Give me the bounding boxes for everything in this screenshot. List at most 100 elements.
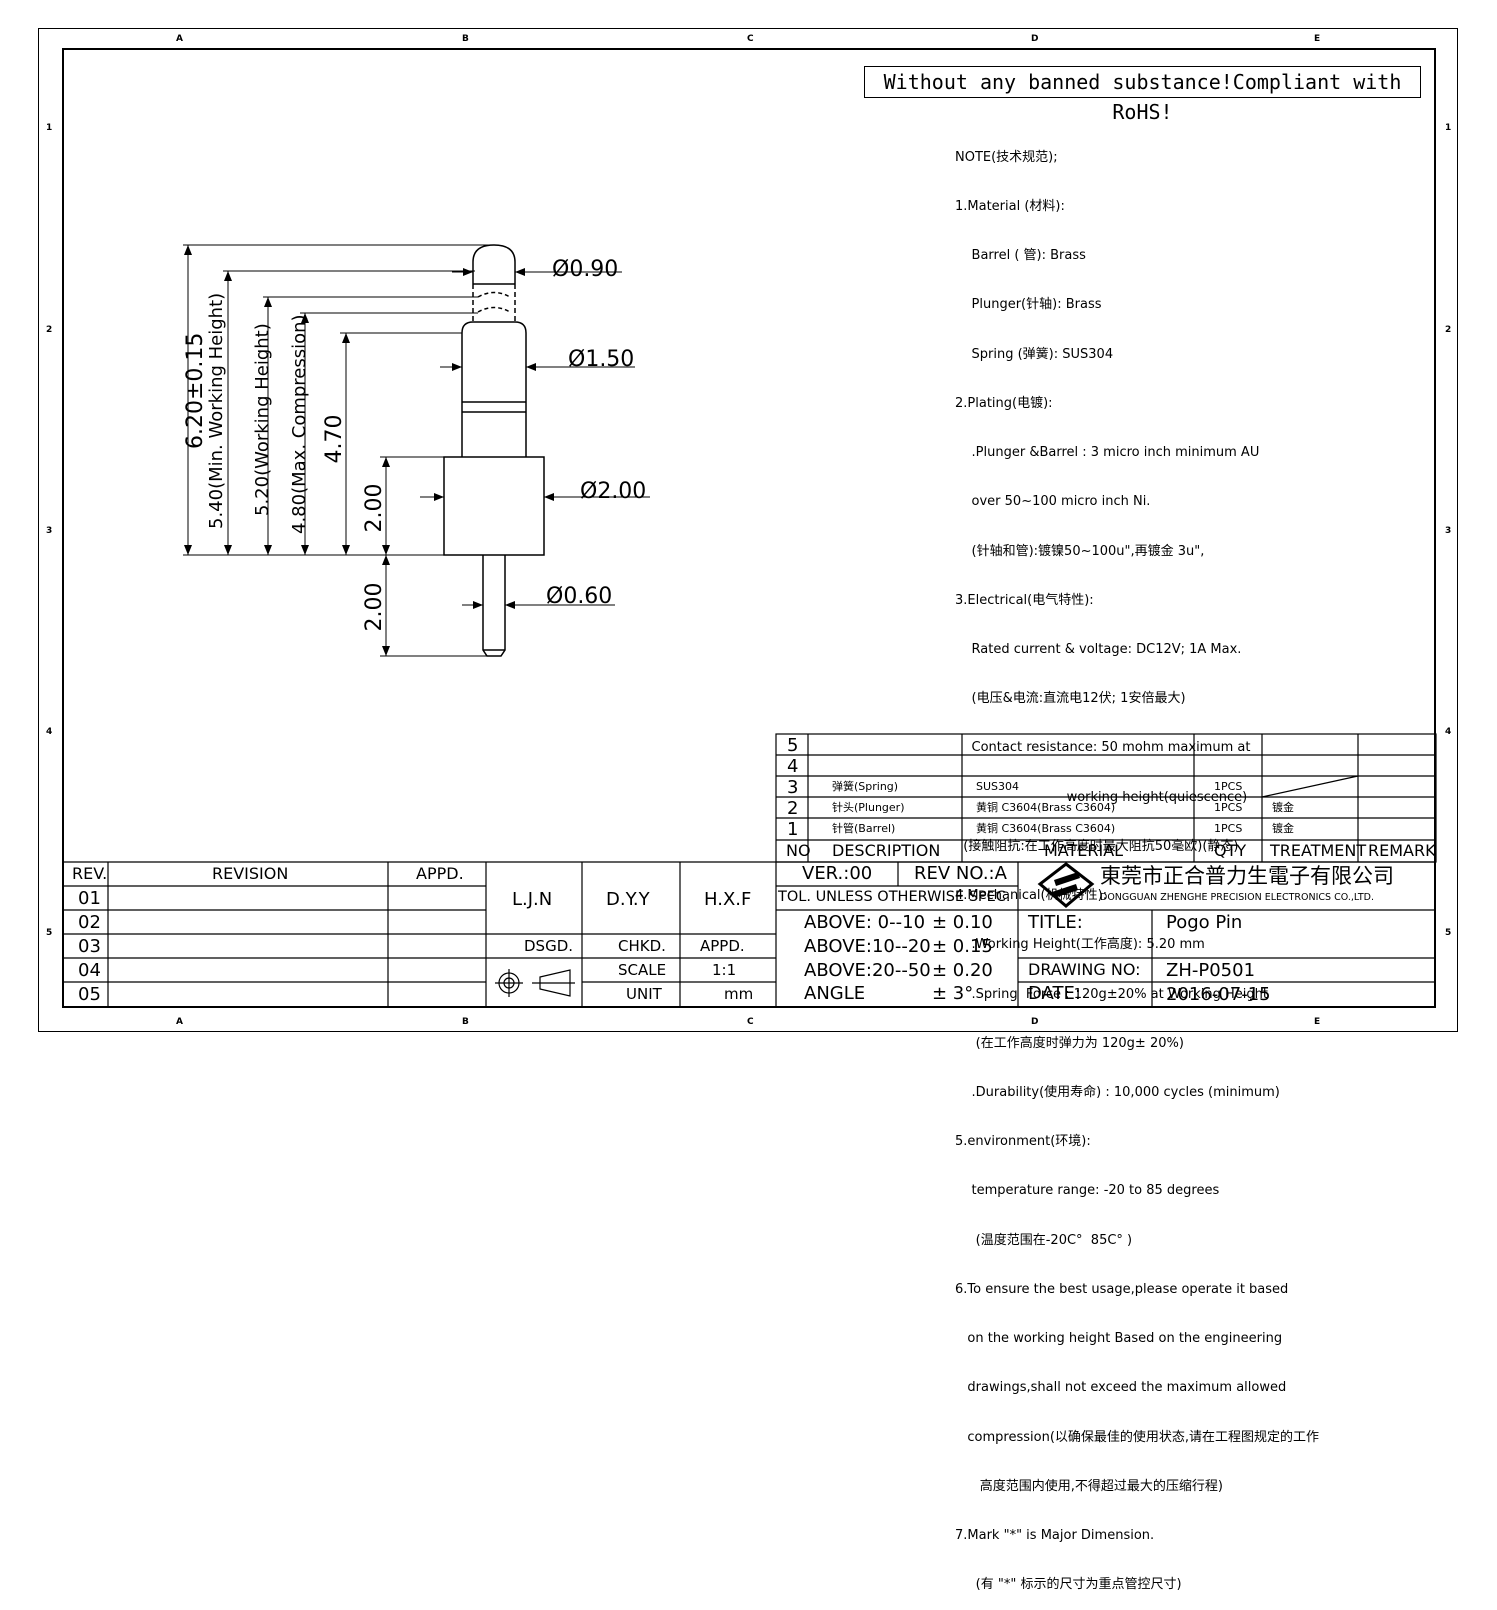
note-line: Barrel ( 管): Brass [955,248,1086,264]
note-line: NOTE(技术规范); [955,149,1058,165]
dim-barrel-length: 2.00 [362,483,387,533]
rev-row: 04 [78,960,101,981]
bom-desc: 弹簧(Spring) [832,780,899,793]
zone-col-d-bottom: D [1031,1017,1039,1027]
tolerance-value: ± 3° [932,983,974,1004]
tolerance-value: ± 0.20 [932,960,993,981]
note-line: (有 "*" 标示的尺寸为重点管控尺寸) [955,1577,1182,1593]
tolerance-range: ABOVE:10--20 [804,936,931,957]
checker-name: D.Y.Y [606,889,650,910]
dim-dia-060: Ø0.60 [546,584,613,609]
unit-value: mm [724,985,754,1003]
tolerance-value: ± 0.10 [932,912,993,933]
pogo-pin-drawing [443,244,545,657]
unit-label: UNIT [626,985,662,1003]
zone-row-3-right: 3 [1445,526,1452,536]
note-line: drawings,shall not exceed the maximum al… [955,1380,1287,1396]
note-line: Spring (弹簧): SUS304 [955,346,1114,362]
zone-col-b-top: B [462,34,469,44]
zone-row-1-left: 1 [46,123,53,133]
approver-role: APPD. [700,937,745,955]
company-name-cn: 東莞市正合普力生電子有限公司 [1100,864,1394,888]
checker-role: CHKD. [618,937,666,955]
dimension-lines [183,244,650,657]
bom-no: 5 [787,735,799,756]
scale-label: SCALE [618,961,667,979]
note-line: 7.Mark "*" is Major Dimension. [955,1527,1155,1543]
drawing-linework [62,244,1437,1008]
bom-no: 2 [787,798,799,819]
title-label: TITLE: [1028,912,1083,933]
zone-col-a-bottom: A [176,1017,183,1027]
rohs-banner: Without any banned substance!Compliant w… [864,66,1421,124]
dim-length-470: 4.70 [322,414,347,464]
bom-header-remark: REMARK [1368,841,1436,860]
bom-header-desc: DESCRIPTION [832,841,941,860]
bom-no: 1 [787,819,799,840]
bom-qty: 1PCS [1214,822,1243,835]
barrel-upper [461,321,527,457]
bom-header-no: NO [786,841,811,860]
bom-desc: 针头(Plunger) [832,801,905,814]
bom-qty: 1PCS [1214,801,1243,814]
zone-col-e-bottom: E [1314,1017,1321,1027]
note-line: (针轴和管):镀镍50~100u",再镀金 3u", [955,543,1205,559]
zone-row-2-right: 2 [1445,325,1452,335]
rev-row: 05 [78,984,101,1005]
zone-row-5-right: 5 [1445,928,1452,938]
note-line: Rated current & voltage: DC12V; 1A Max. [955,642,1242,657]
title-value: Pogo Pin [1166,912,1243,933]
tolerance-heading: TOL. UNLESS OTHERWISE SPEC. [778,889,1011,905]
designer-name: L.J.N [512,889,553,910]
plunger-tip [472,244,516,284]
drawing-no-value: ZH-P0501 [1166,960,1256,981]
note-line: 1.Material (材料): [955,199,1065,215]
note-line: Plunger(针轴): Brass [955,297,1102,313]
tolerance-range: ABOVE:20--50 [804,960,931,981]
zone-row-4-left: 4 [46,727,53,737]
note-line: Contact resistance: 50 mohm maximum at [955,740,1251,756]
dim-max-compression: 4.80(Max. Compression) [289,314,310,534]
arrowheads [184,245,554,656]
bom-material: SUS304 [976,780,1020,793]
dim-dia-200: Ø2.00 [580,479,647,504]
note-line: (温度范围在-20C° 85C° ) [955,1232,1133,1248]
bom-material: 黄铜 C3604(Brass C3604) [976,822,1116,835]
zone-col-e-top: E [1314,34,1321,44]
appd-header: APPD. [416,864,464,883]
bom-no: 4 [787,756,799,777]
bom-treatment: 镀金 [1272,822,1294,835]
company-name-en: DONGGUAN ZHENGHE PRECISION ELECTRONICS C… [1100,892,1374,903]
bom-header-material: MATERIAL [1044,841,1124,860]
bom-no: 3 [787,777,799,798]
note-line: temperature range: -20 to 85 degrees [955,1183,1220,1199]
dim-dia-090: Ø0.90 [552,257,619,282]
dim-working-height: 5.20(Working Height) [252,323,273,516]
note-line: .Spring Force : 120g±20% at Working Heig… [955,986,1269,1002]
bom-treatment: 镀金 [1272,801,1294,814]
zone-row-2-left: 2 [46,325,53,335]
note-line: 3.Electrical(电气特性): [955,592,1094,608]
date-value: 2016-07-15 [1166,984,1271,1005]
tail-pin [482,555,506,657]
company-logo-icon [1037,862,1095,908]
inner-frame [62,48,1436,1008]
zone-row-5-left: 5 [46,928,53,938]
bom-desc: 针管(Barrel) [832,822,896,835]
bom-header-qty: QTY [1214,841,1247,860]
note-line: 5.environment(环境): [955,1134,1091,1150]
dim-dia-150: Ø1.50 [568,347,635,372]
rev-row: 03 [78,936,101,957]
note-line: on the working height Based on the engin… [955,1331,1283,1347]
note-line: 2.Plating(电镀): [955,395,1053,411]
tolerance-value: ± 0.15 [932,936,993,957]
zone-col-c-bottom: C [747,1017,754,1027]
version: VER.:00 [802,863,873,884]
tolerance-range: ABOVE: 0--10 [804,912,926,933]
dim-min-working-height: 5.40(Min. Working Height) [206,292,227,529]
rev-no: REV NO.:A [914,863,1007,884]
bom-material: 黄铜 C3604(Brass C3604) [976,801,1116,814]
note-line: (电压&电流:直流电12伏; 1安倍最大) [955,691,1186,707]
zone-col-a-top: A [176,34,183,44]
date-label: DATE: [1028,983,1081,1004]
